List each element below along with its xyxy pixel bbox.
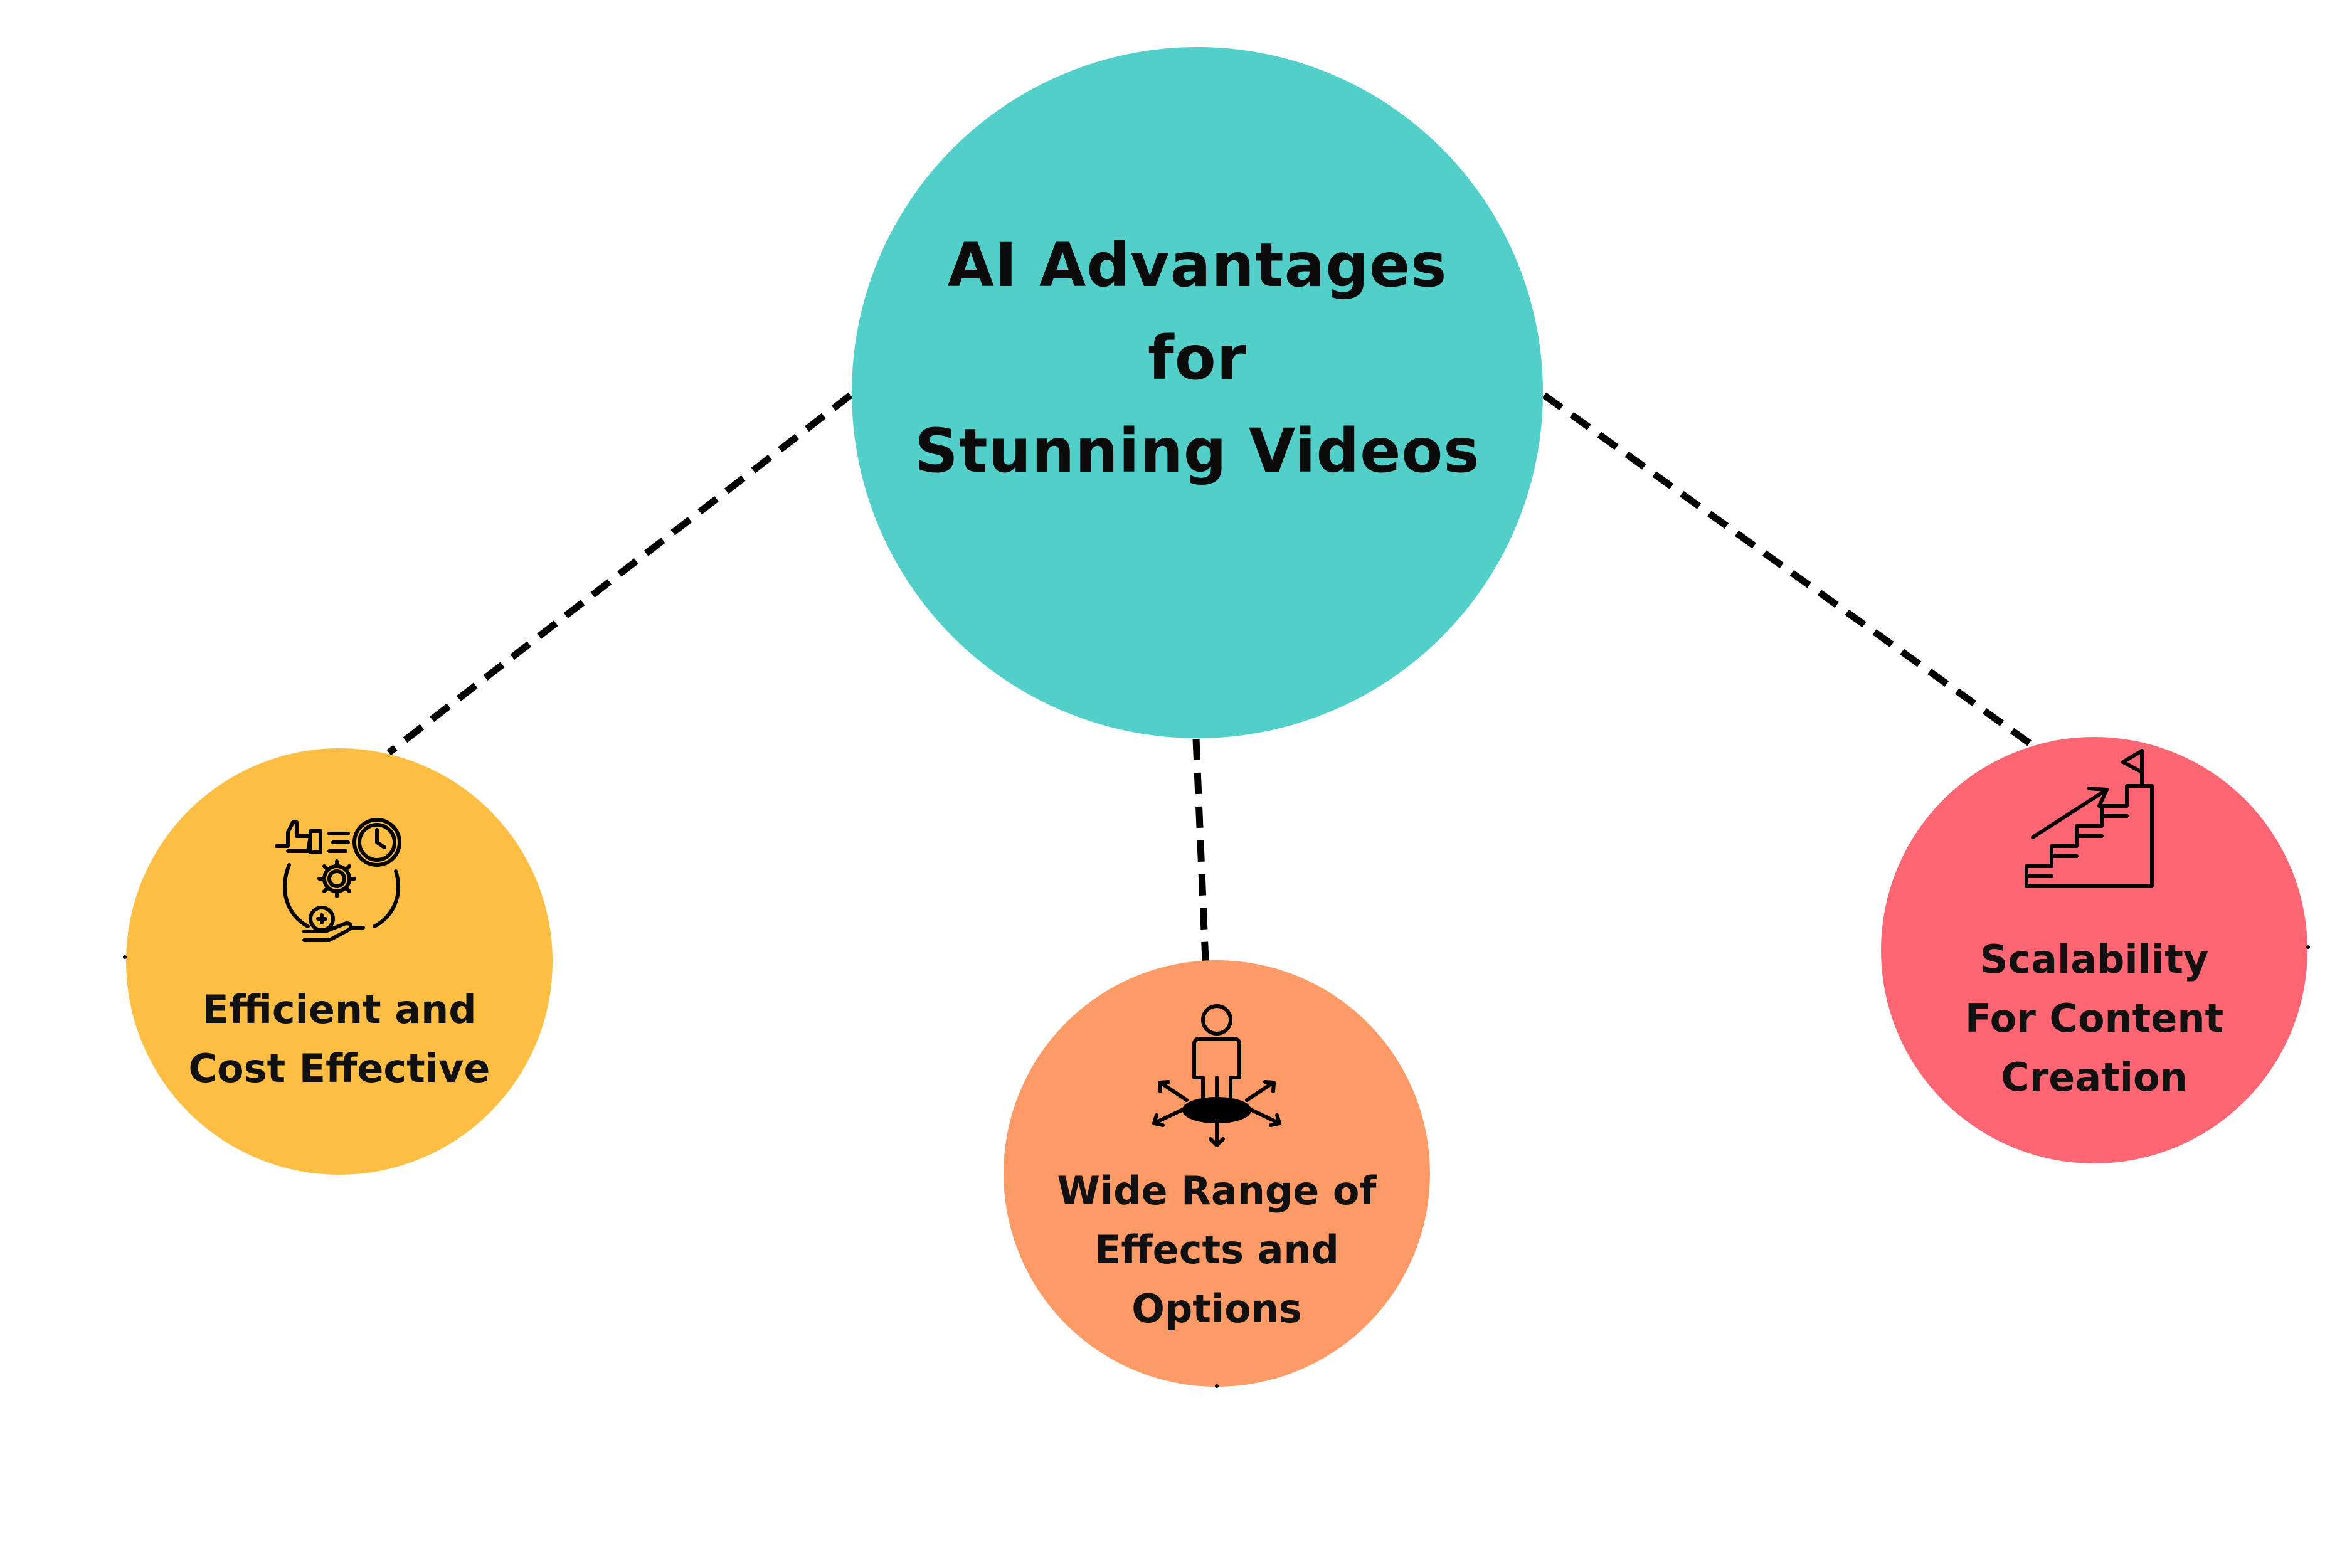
node-wide-range: Wide Range of Effects and Options: [1004, 960, 1430, 1387]
edge-dot-left: [123, 955, 127, 959]
connector-middle: [1192, 738, 1209, 961]
edge-dot-bottom: [1215, 1384, 1219, 1388]
connector-left: [386, 392, 853, 756]
connector-right: [1542, 392, 2037, 750]
person-options-icon: [1142, 1000, 1292, 1150]
node-label-efficient: Efficient and Cost Effective: [188, 987, 490, 1091]
center-node: AI Advantages for Stunning Videos: [852, 47, 1543, 738]
node-efficient: Efficient and Cost Effective: [126, 748, 553, 1175]
edge-dot-right: [2306, 945, 2310, 949]
node-label-scalability: Scalability For Content Creation: [1964, 936, 2224, 1100]
center-title: AI Advantages for Stunning Videos: [914, 230, 1480, 486]
efficiency-cost-icon: [264, 802, 415, 953]
node-scalability: Scalability For Content Creation: [1881, 737, 2307, 1163]
node-label-wide-range: Wide Range of Effects and Options: [1057, 1168, 1377, 1332]
growth-stairs-icon: [2019, 743, 2169, 894]
